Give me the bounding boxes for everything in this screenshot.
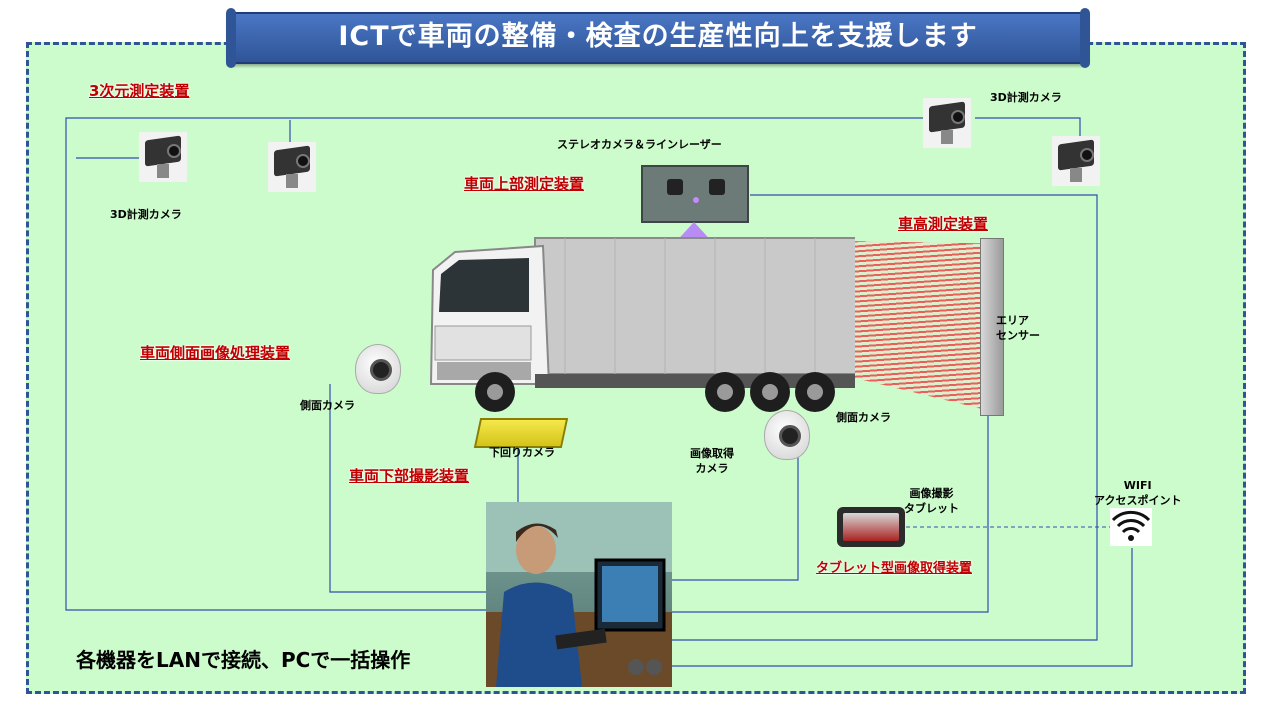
label-image-camera: 画像取得 カメラ [690,447,734,475]
under-camera-icon [473,418,569,448]
pc-operator-photo [486,502,672,687]
label-stereo-camera: ステレオカメラ＆ラインレーザー [557,138,722,151]
banner-curl-right [1080,8,1090,68]
label-side-camera-left: 側面カメラ [300,399,355,412]
dome-camera-icon [764,410,810,460]
page-title: ICTで車両の整備・検査の生産性向上を支援します [338,21,978,52]
label-side-image: 車両側面画像処理装置 [140,344,291,362]
label-lower-photo: 車両下部撮影装置 [349,467,470,485]
camera-3d-icon [1052,136,1100,186]
camera-3d-icon [923,98,971,148]
camera-3d-icon [268,142,316,192]
caption-lan-note: 各機器をLANで接続、PCで一括操作 [76,648,411,672]
camera-3d-icon [139,132,187,182]
label-area-sensor: エリア センサー [996,314,1040,342]
label-side-camera-right: 側面カメラ [836,411,891,424]
label-height-measuring: 車高測定装置 [898,215,989,233]
title-banner: ICTで車両の整備・検査の生産性向上を支援します [226,8,1090,68]
label-upper-measuring: 車両上部測定装置 [464,175,585,193]
truck-image [429,237,855,412]
label-3d-camera-left: 3D計測カメラ [110,208,182,221]
label-tablet-device: タブレット型画像取得装置 [816,561,973,576]
label-under-camera: 下回りカメラ [489,446,555,459]
dome-camera-icon [355,344,401,394]
label-wifi: WIFI アクセスポイント [1094,479,1182,507]
tablet-icon [837,507,905,547]
wifi-icon [1110,508,1152,546]
label-3d-measuring: 3次元測定装置 [89,82,190,100]
label-3d-camera-right: 3D計測カメラ [990,91,1062,104]
stereo-camera-icon [641,165,749,223]
banner-curl-left [226,8,236,68]
area-sensor-icon [980,238,1004,416]
label-tablet: 画像撮影 タブレット [904,487,959,515]
